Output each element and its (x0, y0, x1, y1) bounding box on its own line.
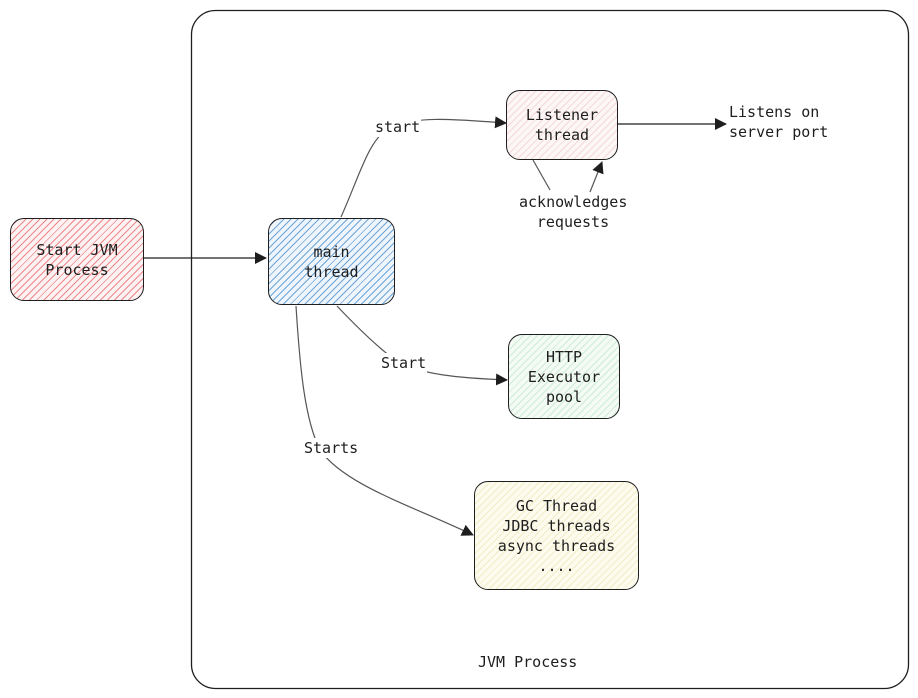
http-executor-pool-node: HTTP Executor pool (508, 334, 620, 419)
edge-label-start-listener: start (374, 117, 422, 137)
jvm-process-container (190, 9, 910, 690)
http-executor-line-3: pool (545, 387, 583, 406)
start-jvm-line-2: Process (45, 260, 109, 279)
listener-thread-node: Listener thread (506, 90, 618, 160)
listener-thread-line-1: Listener (525, 106, 599, 124)
listens-line-1: Listens on (729, 103, 820, 121)
line-listener-to-acknowledges (532, 159, 551, 191)
start-jvm-line-1: Start JVM (36, 240, 118, 259)
other-threads-line-2: JDBC threads (502, 516, 611, 535)
arrow-main-to-listener (340, 116, 507, 218)
main-thread-line-1: main (313, 242, 350, 261)
arrow-acknowledges-to-listener (589, 161, 604, 193)
arrow-main-to-other-threads (295, 305, 474, 536)
listens-line-2: server port (729, 123, 829, 141)
start-jvm-process-node: Start JVM Process (10, 218, 144, 301)
http-executor-line-1: HTTP (545, 347, 583, 366)
main-thread-node: main thread (268, 218, 395, 305)
acknowledges-line-1: acknowledges (519, 193, 628, 211)
edge-label-start-http: Start (380, 353, 428, 373)
edge-label-starts-others: Starts (303, 438, 360, 458)
other-threads-node: GC Thread JDBC threads async threads ...… (474, 481, 639, 590)
edge-label-acknowledges-requests: acknowledges requests (519, 192, 627, 232)
jvm-process-container-title: JVM Process (478, 653, 578, 671)
listener-thread-line-2: thread (534, 126, 590, 144)
acknowledges-line-2: requests (536, 213, 610, 231)
other-threads-line-3: async threads (497, 536, 616, 555)
listens-on-server-port-label: Listens on server port (729, 102, 828, 142)
other-threads-line-1: GC Thread (515, 496, 598, 515)
http-executor-line-2: Executor (527, 367, 601, 386)
other-threads-line-4: .... (538, 556, 575, 575)
main-thread-line-2: thread (304, 262, 359, 281)
